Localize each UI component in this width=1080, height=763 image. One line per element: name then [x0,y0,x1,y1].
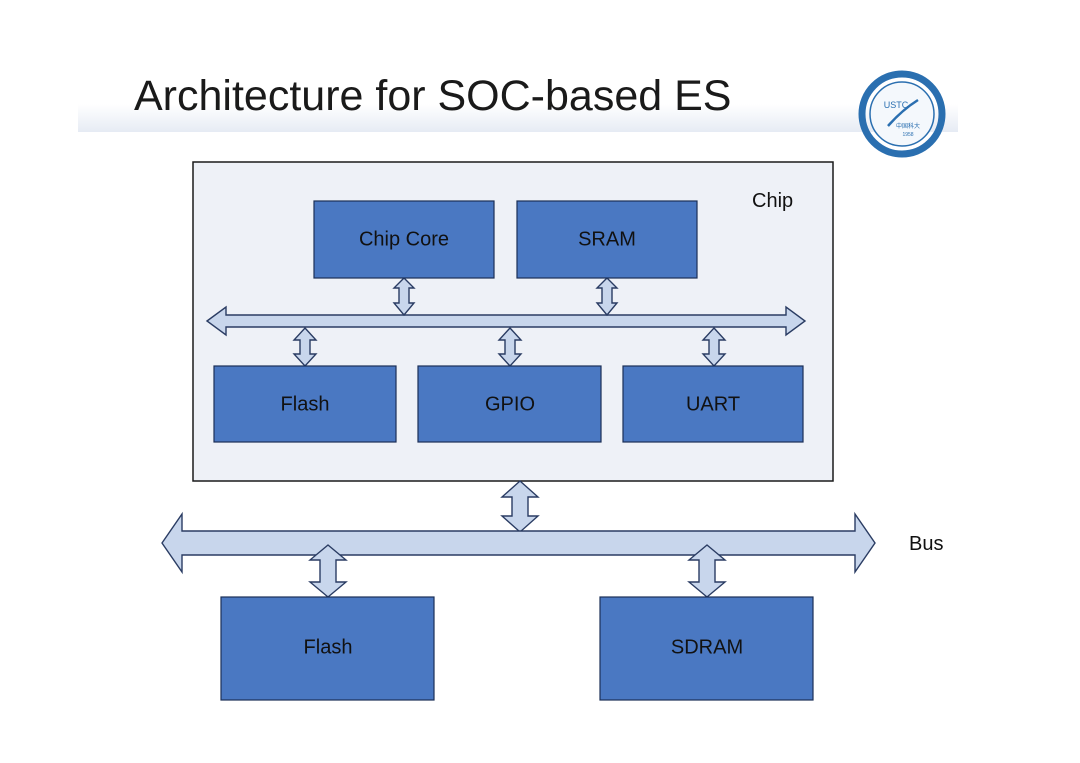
flash-internal-label: Flash [281,393,330,415]
bus-label: Bus [909,533,943,555]
sram-connector [595,277,619,317]
sdram-block [599,596,814,701]
chip-core-connector [392,277,416,317]
sdram-label: SDRAM [671,636,743,658]
svg-text:中国科大: 中国科大 [896,122,920,130]
chip-label: Chip [752,190,793,212]
flash-internal-block [213,365,397,443]
gpio-block [417,365,602,443]
ustc-logo: USTC 中国科大 1958 [858,70,946,158]
svg-text:USTC: USTC [884,100,909,110]
internal-bus-arrow [205,305,807,337]
uart-label: UART [686,393,740,415]
sram-label: SRAM [578,228,636,250]
external-bus-arrow [161,511,876,575]
title-band [78,70,958,132]
chip-core-block [313,200,495,279]
flash-external-block [220,596,435,701]
slide-title: Architecture for SOC-based ES [134,72,732,120]
flash-external-label: Flash [304,636,353,658]
svg-text:1958: 1958 [902,132,913,138]
uart-block [622,365,804,443]
chip-bus-connector [500,480,540,533]
sram-block [516,200,698,279]
chip-core-label: Chip Core [359,228,449,250]
gpio-label: GPIO [485,393,535,415]
